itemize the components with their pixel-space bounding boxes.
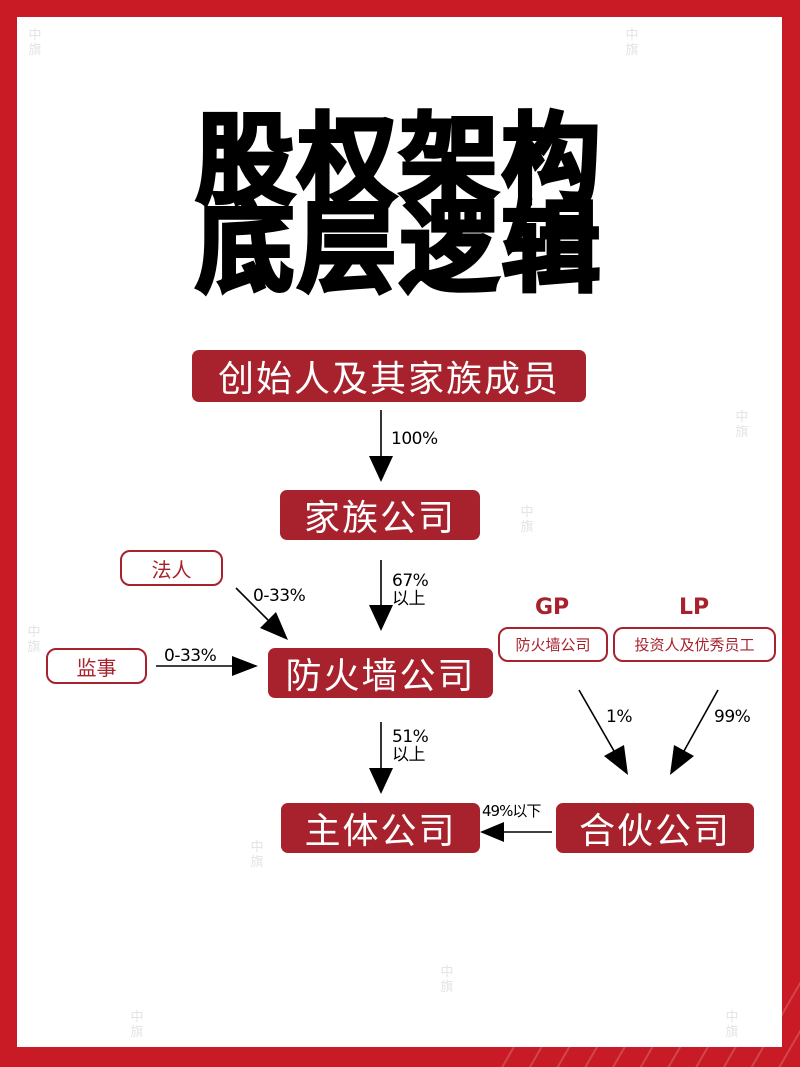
title-line-1: 股权架构 <box>194 104 604 218</box>
node-legal-person: 法人 <box>120 550 223 586</box>
decorative-stripes <box>500 977 800 1067</box>
watermark: 中旗 <box>520 505 534 535</box>
watermark: 中旗 <box>27 625 41 655</box>
node-firewall-company: 防火墙公司 <box>268 648 493 698</box>
edge-label-firewall-main: 51%以上 <box>392 727 429 765</box>
edge-label-partnership-main: 49%以下 <box>482 802 541 820</box>
edge-label-founder-family: 100% <box>391 429 438 449</box>
node-supervisor: 监事 <box>46 648 147 684</box>
watermark: 中旗 <box>735 410 749 440</box>
edge-label-supervisor-firewall: 0-33% <box>164 646 217 666</box>
edge-label-legal-firewall: 0-33% <box>253 586 306 606</box>
node-founder: 创始人及其家族成员 <box>192 350 586 402</box>
watermark: 中旗 <box>130 1010 144 1040</box>
watermark: 中旗 <box>250 840 264 870</box>
title-line-2: 底层逻辑 <box>194 192 604 306</box>
node-main-company: 主体公司 <box>281 803 480 853</box>
edge-label-family-firewall: 67%以上 <box>392 571 429 609</box>
node-lp-investors: 投资人及优秀员工 <box>613 627 776 662</box>
edge-label-lp-partnership: 99% <box>714 707 751 727</box>
node-family-company: 家族公司 <box>280 490 480 540</box>
gp-label: GP <box>535 595 570 620</box>
watermark: 中旗 <box>725 1010 739 1040</box>
node-gp-firewall: 防火墙公司 <box>498 627 608 662</box>
watermark: 中旗 <box>440 965 454 995</box>
watermark: 中旗 <box>625 28 639 58</box>
node-partnership: 合伙公司 <box>556 803 754 853</box>
lp-label: LP <box>679 595 710 620</box>
edge-label-gp-partnership: 1% <box>606 707 632 727</box>
watermark: 中旗 <box>28 28 42 58</box>
